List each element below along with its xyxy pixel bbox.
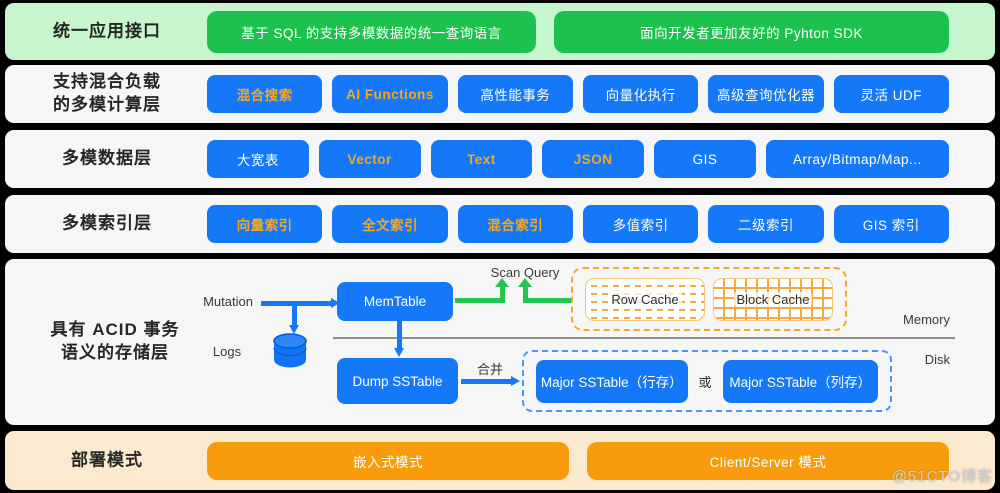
chip-secondary-index: 二级索引 [708,205,824,243]
row-cache-box: Row Cache [585,277,705,321]
chip-vectorized-execution: 向量化执行 [582,75,699,113]
row-cache-label: Row Cache [608,291,682,307]
chip-gis: GIS [654,140,756,178]
index-chip-group: 向量索引 全文索引 混合索引 多值索引 二级索引 GIS 索引 [207,205,949,243]
layer-deployment: 部署模式 嵌入式模式 Client/Server 模式 [5,431,995,490]
logs-label: Logs [212,344,242,359]
arrow-down-icon [289,325,299,334]
layer-label: 多模数据层 [62,148,152,168]
layer-label: 统一应用接口 [53,21,161,41]
chip-gis-index: GIS 索引 [833,205,949,243]
chip-query-optimizer: 高级查询优化器 [708,75,824,113]
block-cache-box: Block Cache [713,277,833,321]
chip-client-server-mode: Client/Server 模式 [587,441,949,480]
chip-flexible-udf: 灵活 UDF [833,75,949,113]
chip-hybrid-index: 混合索引 [457,205,573,243]
chip-vector-index: 向量索引 [207,205,323,243]
chip-sql-query-language: 基于 SQL 的支持多模数据的统一查询语言 [207,10,537,53]
connector-line [461,379,511,384]
dump-sstable-node: Dump SSTable [337,358,458,404]
arrow-down-icon [394,348,404,357]
layer-indexes: 多模索引层 向量索引 全文索引 混合索引 多值索引 二级索引 GIS 索引 [5,195,995,253]
arrow-up-icon [518,278,532,287]
connector-line [292,301,297,327]
memory-disk-divider [333,337,955,339]
chip-array-bitmap-map: Array/Bitmap/Map... [765,140,949,178]
major-sstable-col-node: Major SSTable（列存） [722,359,878,403]
api-chip-group: 基于 SQL 的支持多模数据的统一查询语言 面向开发者更加友好的 Pyhton … [207,10,949,53]
data-chip-group: 大宽表 Vector Text JSON GIS Array/Bitmap/Ma… [207,140,949,178]
layer-label: 具有 ACID 事务 语义的存储层 [50,320,180,362]
chip-embedded-mode: 嵌入式模式 [207,441,569,480]
mutation-label: Mutation [203,294,253,309]
merge-label: 合并 [476,362,503,377]
layer-label: 多模索引层 [62,213,152,233]
chip-vector: Vector [318,140,421,178]
arrow-up-icon [495,278,509,287]
memtable-node: MemTable [337,282,453,321]
chip-wide-table: 大宽表 [207,140,309,178]
watermark: @51CTO博客 [891,468,993,485]
chip-ai-functions: AI Functions [332,75,448,113]
chip-text: Text [430,140,533,178]
chip-json: JSON [542,140,645,178]
or-label: 或 [698,374,712,390]
layer-label: 部署模式 [71,450,143,470]
layer-compute: 支持混合负载 的多模计算层 混合搜索 AI Functions 高性能事务 向量… [5,65,995,123]
layer-label: 支持混合负载 的多模计算层 [53,72,161,114]
connector-line [526,298,572,303]
layer-unified-api: 统一应用接口 基于 SQL 的支持多模数据的统一查询语言 面向开发者更加友好的 … [5,3,995,60]
scan-query-label: Scan Query [490,265,560,280]
cache-container: Row Cache Block Cache [571,267,847,331]
database-cylinder-icon [273,333,307,368]
chip-python-sdk: 面向开发者更加友好的 Pyhton SDK [554,10,949,53]
chip-fulltext-index: 全文索引 [332,205,448,243]
memory-label: Memory [903,312,950,327]
major-sstable-container: Major SSTable（行存） 或 Major SSTable（列存） [522,350,892,412]
chip-hybrid-search: 混合搜索 [207,75,323,113]
layer-data-models: 多模数据层 大宽表 Vector Text JSON GIS Array/Bit… [5,130,995,188]
layer-storage: 具有 ACID 事务 语义的存储层 Mutation Logs MemTable… [5,259,995,425]
major-sstable-row-node: Major SSTable（行存） [536,359,688,403]
deploy-chip-group: 嵌入式模式 Client/Server 模式 [207,441,949,480]
block-cache-label: Block Cache [733,291,813,307]
connector-line [523,287,528,303]
arrow-right-icon [331,298,340,308]
chip-high-perf-transaction: 高性能事务 [457,75,573,113]
connector-line [500,287,505,303]
chip-multivalue-index: 多值索引 [582,205,699,243]
connector-line [455,298,505,303]
compute-chip-group: 混合搜索 AI Functions 高性能事务 向量化执行 高级查询优化器 灵活… [207,75,949,113]
arrow-right-icon [511,376,520,386]
connector-line [397,321,402,349]
disk-label: Disk [924,352,950,367]
